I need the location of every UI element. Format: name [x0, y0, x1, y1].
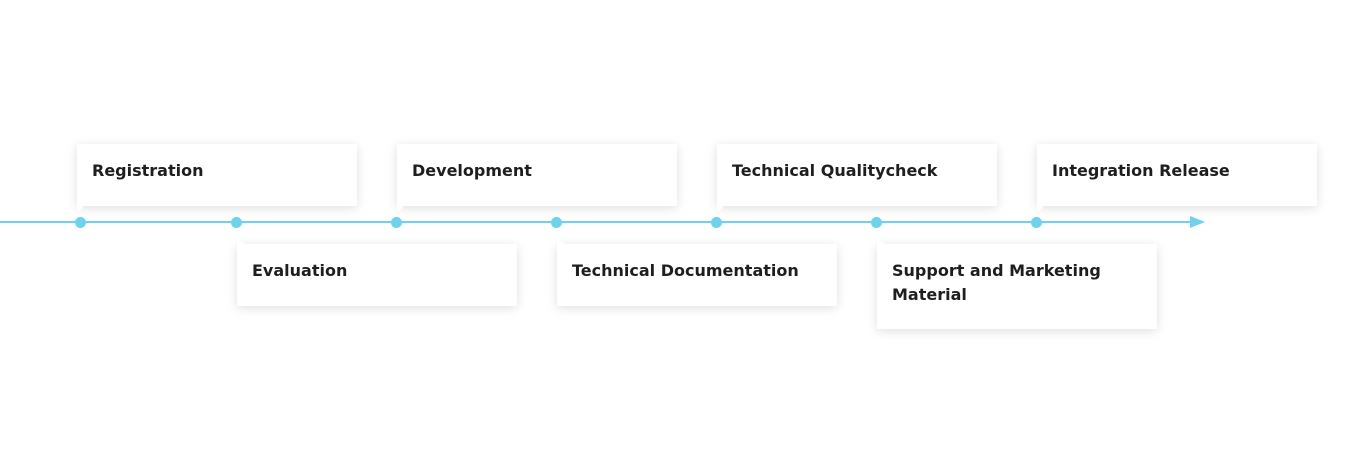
timeline-step-card-evaluation: Evaluation	[237, 237, 517, 306]
step-label: Evaluation	[252, 261, 348, 280]
timeline-dot-7	[1031, 216, 1042, 228]
timeline-axis-line	[0, 221, 1192, 223]
timeline-dot-2	[231, 216, 242, 228]
timeline-dot-3	[391, 216, 402, 228]
timeline-step-card-technical-documentation: Technical Documentation	[557, 237, 837, 306]
timeline-arrow-icon	[1190, 216, 1205, 228]
timeline-dot-5	[711, 216, 722, 228]
step-label: Registration	[92, 161, 204, 180]
timeline-step-card-technical-qualitycheck: Technical Qualitycheck	[717, 144, 997, 213]
step-label: Development	[412, 161, 532, 180]
step-label: Technical Documentation	[572, 261, 799, 280]
step-label: Technical Qualitycheck	[732, 161, 938, 180]
timeline-step-card-registration: Registration	[77, 144, 357, 213]
step-label: Integration Release	[1052, 161, 1230, 180]
timeline-step-card-support-marketing: Support and Marketing Material	[877, 237, 1157, 329]
timeline-dot-4	[551, 216, 562, 228]
timeline-step-card-integration-release: Integration Release	[1037, 144, 1317, 213]
timeline-dot-6	[871, 216, 882, 228]
timeline-dot-1	[75, 216, 86, 228]
timeline-step-card-development: Development	[397, 144, 677, 213]
step-label: Support and Marketing Material	[892, 261, 1101, 304]
